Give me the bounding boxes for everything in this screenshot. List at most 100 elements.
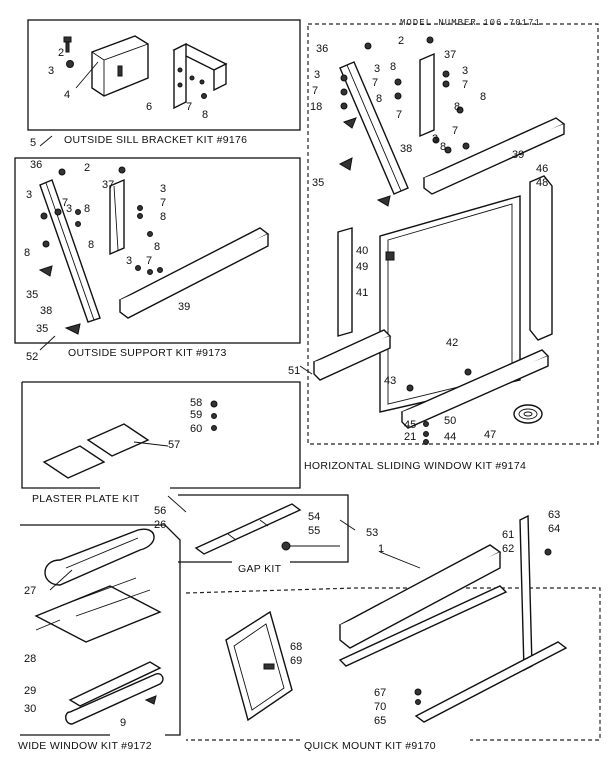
callout-40: 40 — [356, 245, 369, 257]
callout-2: 2 — [84, 162, 91, 174]
part-27-seal — [44, 528, 155, 586]
callout-61: 61 — [502, 529, 515, 541]
part-62-strip — [338, 585, 508, 667]
caption-quick-mount-kit: QUICK MOUNT KIT #9170 — [304, 740, 436, 752]
callout-45: 45 — [404, 419, 417, 431]
callout-7: 7 — [452, 125, 459, 137]
part-29-strip — [68, 661, 162, 707]
callout-51: 51 — [288, 365, 301, 377]
callout-7: 7 — [146, 255, 153, 267]
callout-54: 54 — [308, 511, 321, 523]
sill-bracket-kit-box — [27, 19, 301, 131]
callout-44: 44 — [444, 431, 457, 443]
caption-horizontal-kit: HORIZONTAL SLIDING WINDOW KIT #9174 — [304, 460, 527, 472]
part-47-seal-coil — [513, 404, 543, 424]
callout-49: 49 — [356, 261, 369, 273]
part-37-bracket — [109, 178, 125, 256]
callout-8: 8 — [202, 109, 209, 121]
callout-8: 8 — [160, 211, 167, 223]
callout-8: 8 — [440, 141, 447, 153]
callout-38: 38 — [40, 305, 53, 317]
quick-mount-kit-box — [185, 587, 601, 741]
callout-41: 41 — [356, 287, 369, 299]
callout-39: 39 — [512, 149, 525, 161]
caption-wide-window-kit: WIDE WINDOW KIT #9172 — [18, 740, 152, 752]
support-parts — [38, 166, 270, 335]
callout-3: 3 — [374, 63, 381, 75]
callout-8: 8 — [88, 239, 95, 251]
part-37-bracket — [419, 52, 435, 138]
callout-56: 56 — [154, 505, 167, 517]
callout-50: 50 — [444, 415, 457, 427]
callout-6: 6 — [146, 101, 153, 113]
wide-window-parts — [34, 528, 164, 725]
horizontal-window-parts — [312, 36, 566, 445]
part-54-gap-strip — [194, 503, 302, 555]
callout-39: 39 — [178, 301, 191, 313]
part-46-filler — [529, 175, 553, 341]
callout-8: 8 — [24, 247, 31, 259]
callout-8: 8 — [376, 93, 383, 105]
callout-3: 3 — [432, 133, 439, 145]
callout-35: 35 — [36, 323, 49, 335]
caption-support-kit: OUTSIDE SUPPORT KIT #9173 — [68, 347, 227, 359]
caption-gap-kit: GAP KIT — [238, 563, 282, 575]
callout-18: 18 — [310, 101, 323, 113]
sill-bracket-parts — [63, 35, 228, 110]
callout-37: 37 — [444, 49, 457, 61]
part-28-panel — [34, 585, 162, 643]
callout-29: 29 — [24, 685, 37, 697]
part-65-bottom-rail — [414, 641, 568, 723]
callout-21: 21 — [404, 431, 417, 443]
quick-mount-frame — [225, 610, 293, 722]
callout-60: 60 — [190, 423, 203, 435]
callout-2: 2 — [398, 35, 405, 47]
callout-4: 4 — [64, 89, 71, 101]
part-55-fastener — [281, 541, 291, 551]
callout-53: 53 — [366, 527, 379, 539]
callout-68: 68 — [290, 641, 303, 653]
callout-7: 7 — [160, 197, 167, 209]
callout-46: 46 — [536, 163, 549, 175]
callout-48: 48 — [536, 177, 549, 189]
callout-8: 8 — [84, 203, 91, 215]
callout-35: 35 — [26, 289, 39, 301]
callout-58: 58 — [190, 397, 203, 409]
plaster-plate-2 — [86, 423, 150, 457]
callout-43: 43 — [384, 375, 397, 387]
callout-8: 8 — [480, 91, 487, 103]
callout-3: 3 — [66, 203, 73, 215]
callout-7: 7 — [462, 79, 469, 91]
callout-3: 3 — [160, 183, 167, 195]
callout-52: 52 — [26, 351, 39, 363]
callout-37: 37 — [102, 179, 115, 191]
callout-7: 7 — [312, 85, 319, 97]
callout-57: 57 — [168, 439, 181, 451]
part-63-post — [519, 514, 533, 672]
callout-69: 69 — [290, 655, 303, 667]
callout-7: 7 — [396, 109, 403, 121]
callout-62: 62 — [502, 543, 515, 555]
callout-27: 27 — [24, 585, 37, 597]
callout-67: 67 — [374, 687, 387, 699]
callout-9: 9 — [120, 717, 127, 729]
plaster-plate-1 — [42, 445, 106, 479]
callout-3: 3 — [314, 69, 321, 81]
callout-3: 3 — [48, 65, 55, 77]
callout-1: 1 — [378, 543, 385, 555]
callout-38: 38 — [400, 143, 413, 155]
callout-64: 64 — [548, 523, 561, 535]
callout-2: 2 — [58, 47, 65, 59]
wide-kit-box — [20, 524, 181, 736]
leader-lines — [35, 61, 421, 631]
callout-26: 26 — [154, 519, 167, 531]
callout-7: 7 — [186, 101, 193, 113]
callout-36: 36 — [316, 43, 329, 55]
model-number: MODEL NUMBER 106.70171 — [400, 18, 541, 28]
callout-65: 65 — [374, 715, 387, 727]
callout-42: 42 — [446, 337, 459, 349]
callout-7: 7 — [62, 197, 69, 209]
part-30-rod — [65, 672, 164, 725]
callout-3: 3 — [462, 65, 469, 77]
horizontal-kit-box — [307, 23, 599, 445]
